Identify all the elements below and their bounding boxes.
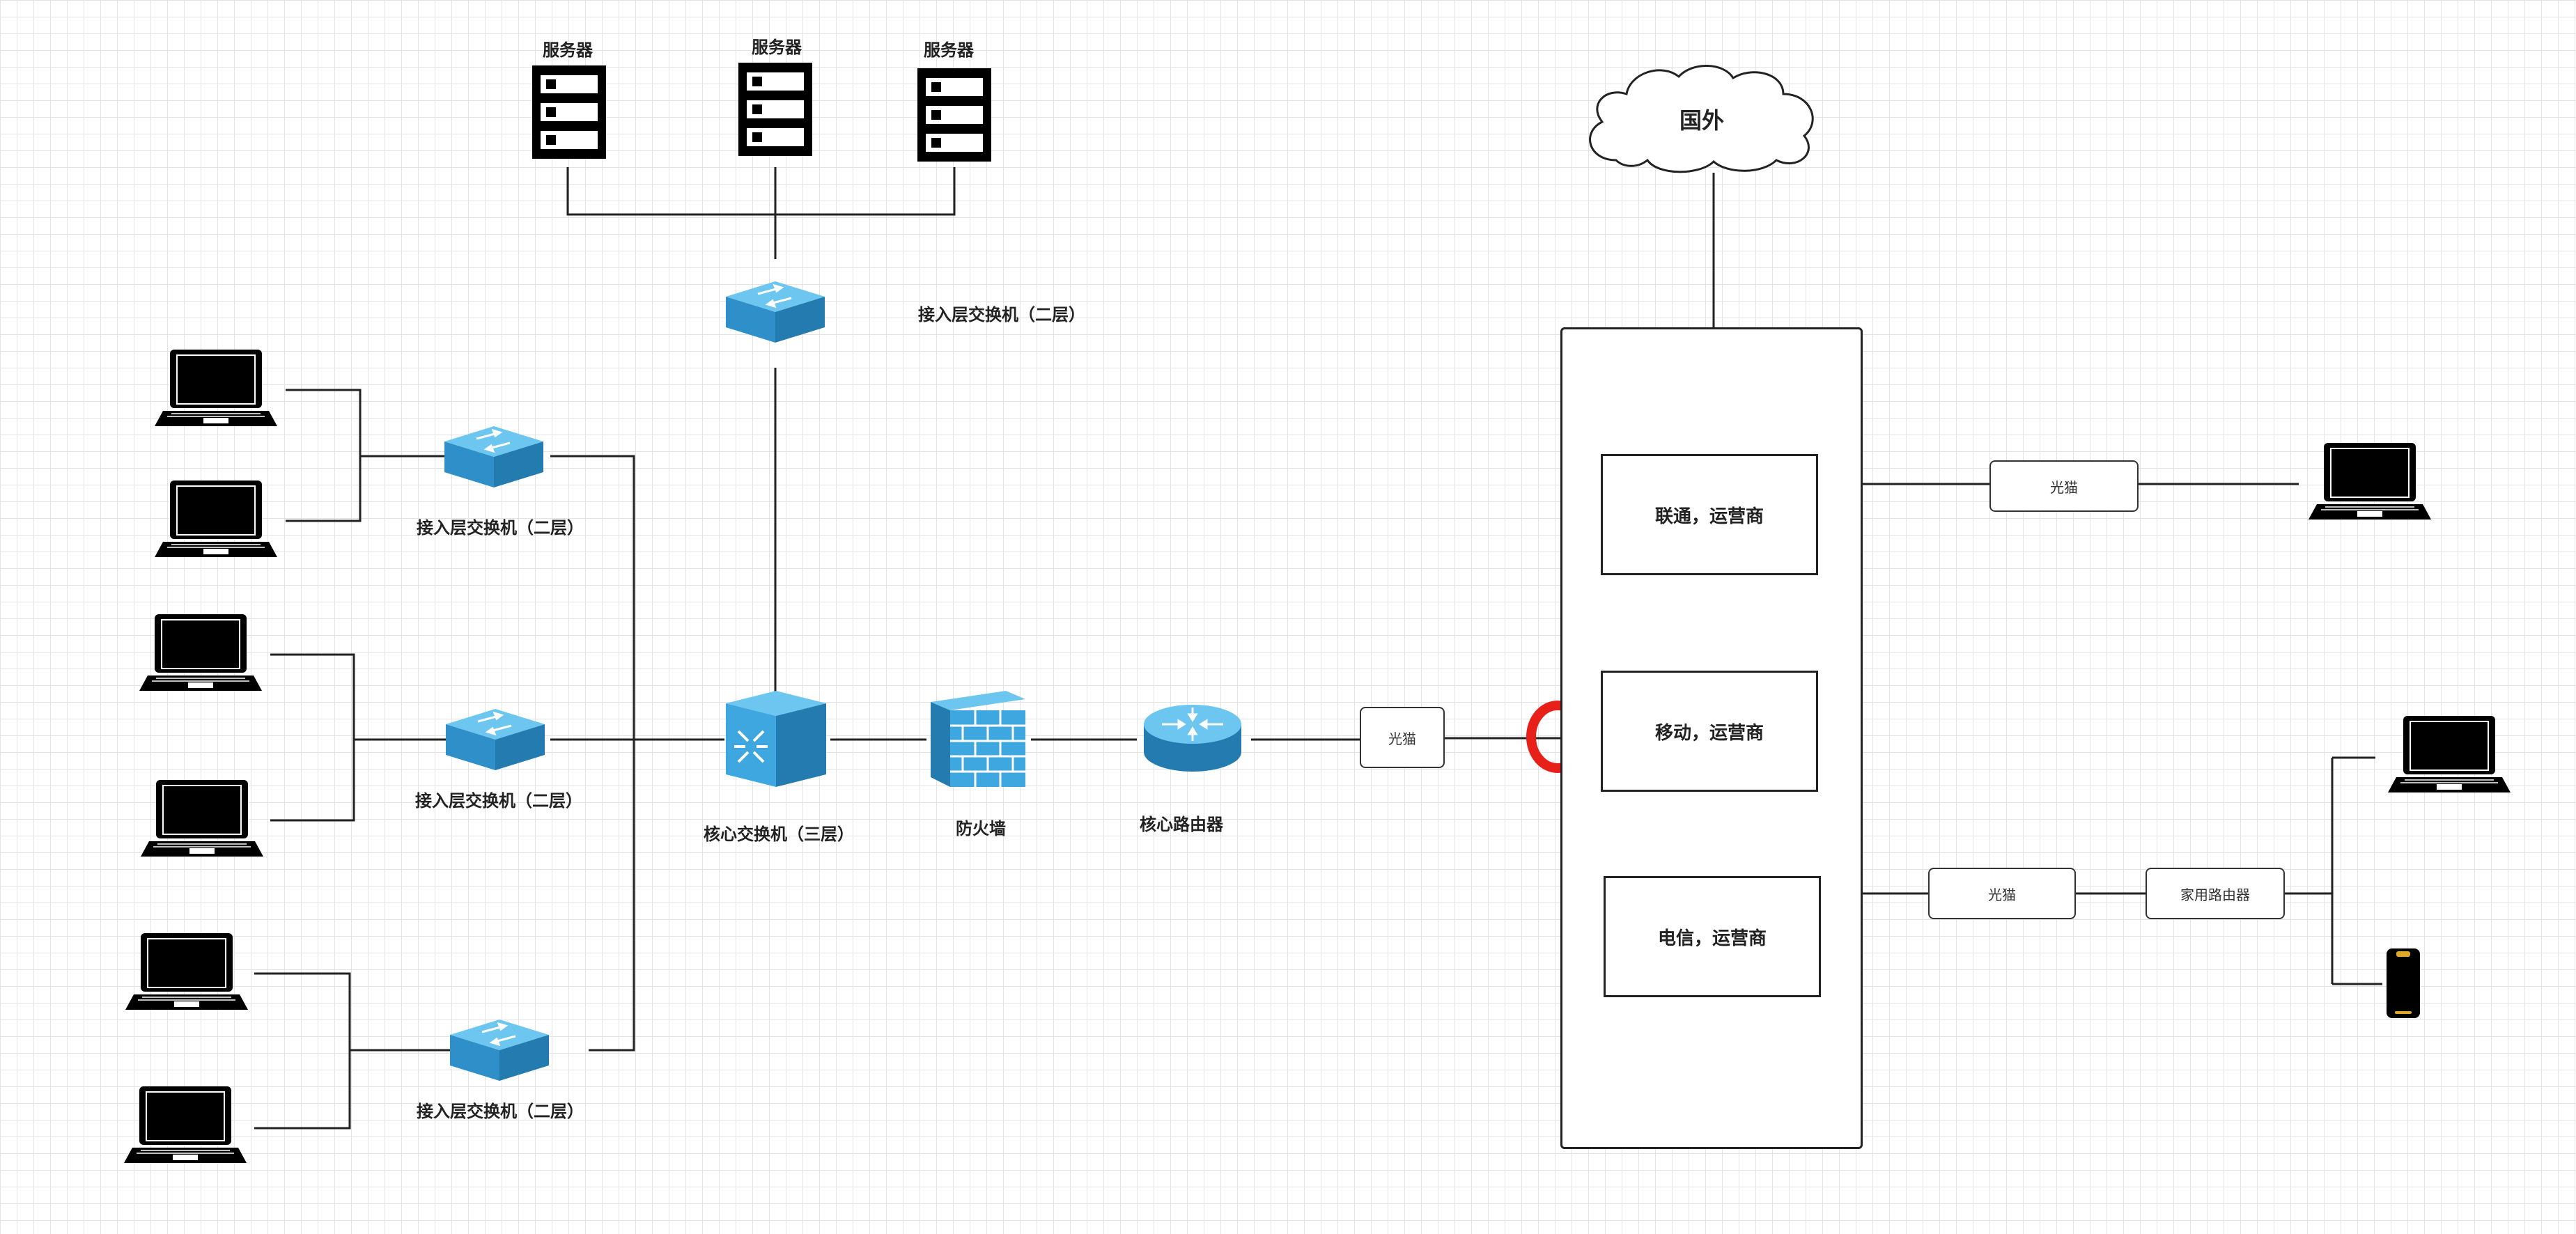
laptop-icon <box>155 481 277 557</box>
laptop-icon <box>141 780 263 857</box>
optical-modem-box: 光猫 <box>1928 868 2076 919</box>
cloud-label: 国外 <box>1679 107 1725 134</box>
switch-icon <box>444 426 543 487</box>
switch-icon <box>450 1020 549 1081</box>
firewall-icon <box>931 691 1025 787</box>
laptop-icon <box>124 1086 247 1163</box>
phone-icon <box>2387 948 2420 1018</box>
carrier-box-unicom: 联通，运营商 <box>1601 454 1818 575</box>
router-icon <box>1144 705 1241 772</box>
cloud-icon <box>1589 65 1814 173</box>
laptop-icon <box>139 614 262 691</box>
carrier-box-telecom: 电信，运营商 <box>1604 876 1821 997</box>
router-label: 核心路由器 <box>1140 815 1223 834</box>
optical-modem-box: 光猫 <box>1989 460 2139 512</box>
laptop-icon <box>2309 443 2431 520</box>
laptop-icon <box>125 933 248 1010</box>
switch-label: 接入层交换机（二层） <box>415 791 582 811</box>
home-router-box: 家用路由器 <box>2146 868 2285 919</box>
server-label: 服务器 <box>924 40 974 60</box>
laptop-icon <box>155 350 277 426</box>
core-switch-icon <box>726 691 826 787</box>
switch-icon <box>446 709 545 770</box>
core-switch-label: 核心交换机（三层） <box>704 825 854 844</box>
server-label: 服务器 <box>543 40 593 60</box>
server-icon <box>917 68 991 162</box>
laptop-icon <box>2388 716 2511 792</box>
switch-label: 接入层交换机（二层） <box>918 305 1085 325</box>
firewall-label: 防火墙 <box>956 819 1006 838</box>
server-icon <box>532 65 606 159</box>
carrier-box-mobile: 移动，运营商 <box>1601 671 1818 792</box>
server-label: 服务器 <box>752 38 802 57</box>
switch-label: 接入层交换机（二层） <box>417 1102 584 1121</box>
optical-modem-box: 光猫 <box>1360 707 1445 768</box>
server-icon <box>738 63 812 156</box>
switch-label: 接入层交换机（二层） <box>417 518 584 538</box>
switch-icon <box>726 281 825 343</box>
